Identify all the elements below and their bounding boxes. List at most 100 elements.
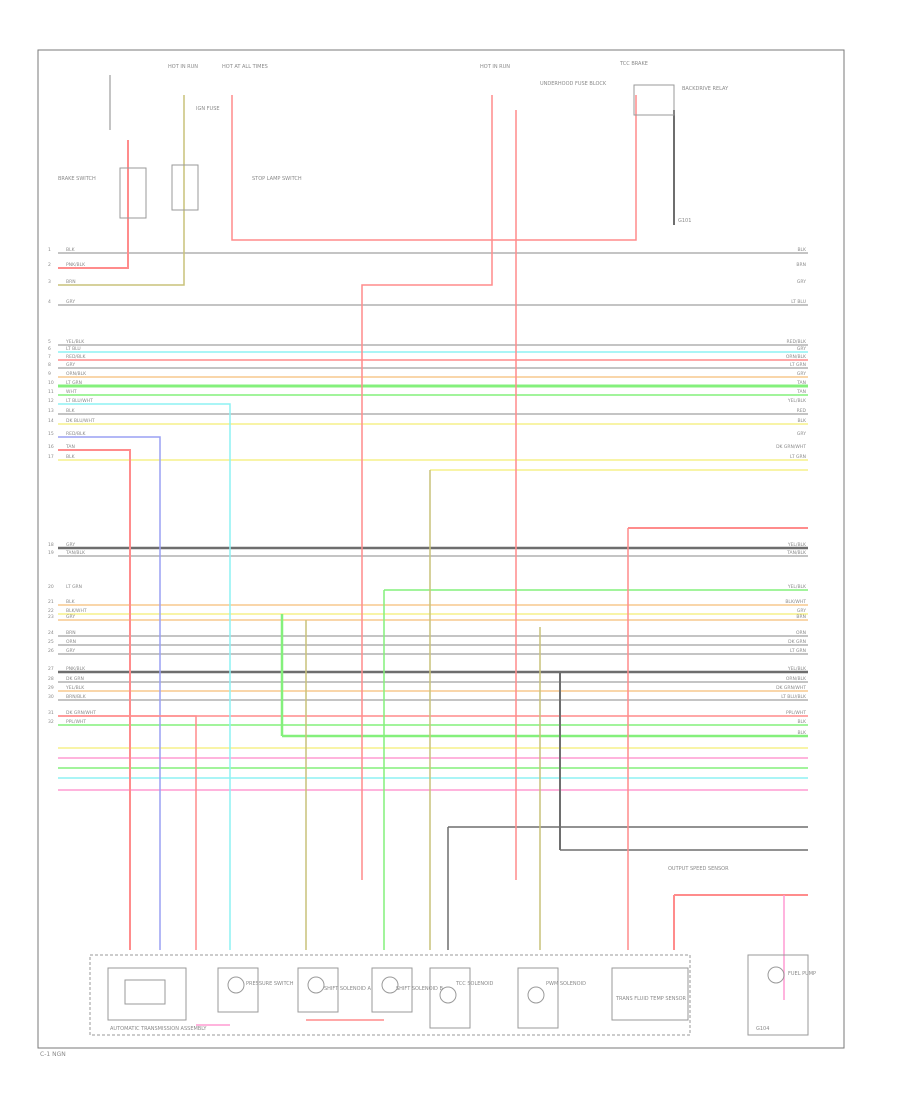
left-pin-15: 15 [48,431,54,437]
right-wire-label-18: YEL/BLK [787,542,807,548]
vertical-wires [58,75,808,1026]
label-backdrive-relay: BACKDRIVE RELAY [682,86,729,92]
left-wire-label-25: ORN [66,639,76,645]
left-wire-label-27: PNK/BLK [66,666,86,672]
right-wire-label-22: GRY [797,608,806,614]
left-wire-label-11: WHT [66,389,77,395]
left-wire-label-19: TAN/BLK [65,550,86,556]
relay-box-mid [171,164,199,211]
label-ign-fuse: IGN FUSE [196,106,220,112]
label-hot-in-run-2: HOT IN RUN [480,64,510,70]
right-wire-label-19: TAN/BLK [786,550,807,556]
left-pin-16: 16 [48,444,54,450]
label-speed-sensor: OUTPUT SPEED SENSOR [668,866,729,872]
pwm-solenoid-box [429,967,471,1029]
left-wire-label-5: YEL/BLK [65,339,85,345]
left-wire-label-26: GRY [66,648,75,654]
left-pin-8: 8 [48,362,51,368]
label-solenoid-a: SHIFT SOLENOID A [324,986,371,992]
right-wire-label-8: LT GRN [790,362,806,368]
left-wire-label-30: BRN/BLK [66,694,87,700]
left-wire-label-12: LT BLU/WHT [66,398,93,404]
right-wire-label-4: LT BLU [791,299,806,305]
left-wire-label-17: BLK [66,454,76,460]
left-wire-label-4: GRY [66,299,75,305]
right-wire-label-33: BLK [797,730,807,736]
left-wire-label-2: PNK/BLK [66,262,86,268]
right-wire-label-23: BRN [796,614,806,620]
right-wire-label-21: BLK/WHT [785,599,806,605]
left-pin-31: 31 [48,710,54,716]
left-wire-label-8: GRY [66,362,75,368]
label-temp-sensor: TRANS FLUID TEMP SENSOR [615,996,687,1002]
right-wire-label-2: BRN [796,262,806,268]
left-pin-10: 10 [48,380,54,386]
right-wire-label-29: DK GRN/WHT [776,685,806,691]
right-wire-label-7: ORN/BLK [786,354,807,360]
right-wire-label-3: GRY [797,279,806,285]
footer-code: C-1 NGN [40,1051,66,1058]
fuel-pump-box [747,954,809,1036]
right-wire-label-10: TAN [796,380,806,386]
left-pin-13: 13 [48,408,54,414]
right-wire-label-6: GRY [797,346,806,352]
left-pin-7: 7 [48,354,51,360]
right-wire-label-9: GRY [797,371,806,377]
left-wire-label-1: BLK [66,247,76,253]
left-wire-label-21: BLK [66,599,76,605]
left-wire-label-22: BLK/WHT [66,608,87,614]
left-pin-32: 32 [48,719,54,725]
label-g104: G104 [756,1026,769,1032]
left-pin-27: 27 [48,666,54,672]
label-hot-in-run: HOT IN RUN [168,64,198,70]
left-pin-23: 23 [48,614,54,620]
solenoid-b-box [297,967,339,1013]
right-wire-label-30: LT BLU/BLK [781,694,807,700]
left-pin-3: 3 [48,279,51,285]
right-wire-label-14: BLK [797,418,807,424]
left-pin-26: 26 [48,648,54,654]
harness-lines [58,252,808,851]
right-wire-label-15: GRY [797,431,806,437]
left-pin-14: 14 [48,418,54,424]
left-pin-5: 5 [48,339,51,345]
left-wire-label-3: BRN [66,279,76,285]
left-wire-label-29: YEL/BLK [65,685,85,691]
label-pwm-solenoid: PWM SOLENOID [546,981,586,987]
label-stop-lamp-switch: STOP LAMP SWITCH [252,176,302,182]
left-pin-28: 28 [48,676,54,682]
left-wire-label-20: LT GRN [66,584,82,590]
left-pin-17: 17 [48,454,54,460]
left-wire-label-10: LT GRN [66,380,82,386]
relay-box-left [119,167,147,219]
left-pin-24: 24 [48,630,54,636]
right-wire-label-32: BLK [797,719,807,725]
left-pin-21: 21 [48,599,54,605]
label-underhood-fuse-block: UNDERHOOD FUSE BLOCK [540,81,607,87]
components [89,84,809,1036]
left-wire-label-18: GRY [66,542,75,548]
right-wire-label-13: RED [797,408,807,414]
right-wire-label-28: ORN/BLK [786,676,807,682]
label-hot-at-all-times: HOT AT ALL TIMES [222,64,268,70]
left-pin-6: 6 [48,346,51,352]
left-wire-label-7: RED/BLK [66,354,87,360]
left-wire-label-31: DK GRN/WHT [66,710,96,716]
label-auto-trans-assembly: AUTOMATIC TRANSMISSION ASSEMBLY [110,1026,207,1032]
right-wire-label-16: DK GRN/WHT [776,444,806,450]
left-pin-18: 18 [48,542,54,548]
left-pin-22: 22 [48,608,54,614]
left-pin-29: 29 [48,685,54,691]
label-tcc-brake: TCC BRAKE [619,61,648,67]
right-wire-label-1: BLK [797,247,807,253]
left-pin-25: 25 [48,639,54,645]
right-wire-label-5: RED/BLK [787,339,808,345]
left-wire-label-16: TAN [65,444,75,450]
right-wire-label-26: LT GRN [790,648,806,654]
left-pin-4: 4 [48,299,51,305]
left-pin-30: 30 [48,694,54,700]
left-wire-label-24: BRN [66,630,76,636]
left-wire-label-15: RED/BLK [66,431,87,437]
